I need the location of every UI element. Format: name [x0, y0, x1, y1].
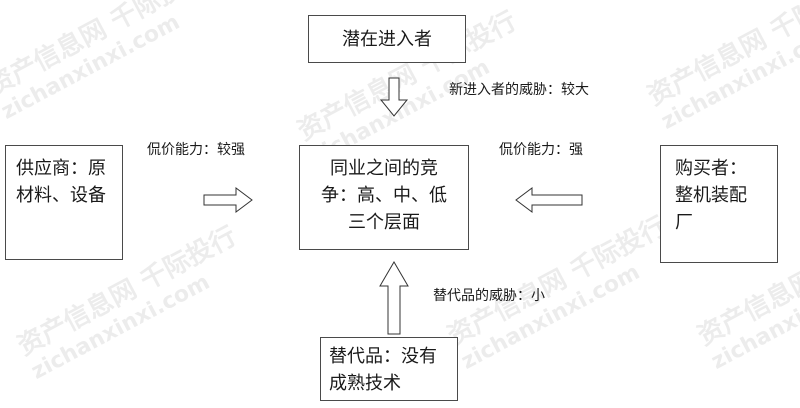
entrants-box: 潜在进入者: [308, 15, 466, 63]
entrants-label: 潜在进入者: [342, 29, 432, 50]
buyers-line: 购买者：: [675, 158, 747, 179]
supplier-power-label: 侃价能力：较强: [147, 142, 245, 158]
arrow-left-icon: [515, 187, 583, 213]
industry-line: 同业之间的竞: [330, 158, 438, 179]
buyers-line: 厂: [675, 212, 693, 233]
entrant-threat-label: 新进入者的威胁：较大: [449, 82, 589, 98]
buyers-line: 整机装配: [675, 185, 747, 206]
industry-line: 争：高、中、低: [321, 185, 447, 206]
arrow-up-icon: [379, 261, 409, 335]
substitutes-line: 成熟技术: [329, 373, 401, 394]
substitute-threat-label: 替代品的威胁：小: [433, 288, 545, 304]
arrow-down-icon: [379, 77, 409, 117]
substitutes-line: 替代品：没有: [329, 346, 437, 367]
substitutes-box: 替代品：没有 成熟技术: [320, 337, 458, 401]
arrow-right-icon: [203, 187, 253, 213]
suppliers-line: 材料、设备: [16, 185, 106, 206]
buyers-box: 购买者： 整机装配 厂: [660, 145, 778, 263]
industry-rivalry-box: 同业之间的竞 争：高、中、低 三个层面: [299, 145, 469, 250]
suppliers-box: 供应商：原 材料、设备: [5, 145, 123, 260]
suppliers-line: 供应商：原: [16, 158, 106, 179]
buyer-power-label: 侃价能力：强: [499, 142, 583, 158]
industry-line: 三个层面: [348, 212, 420, 233]
